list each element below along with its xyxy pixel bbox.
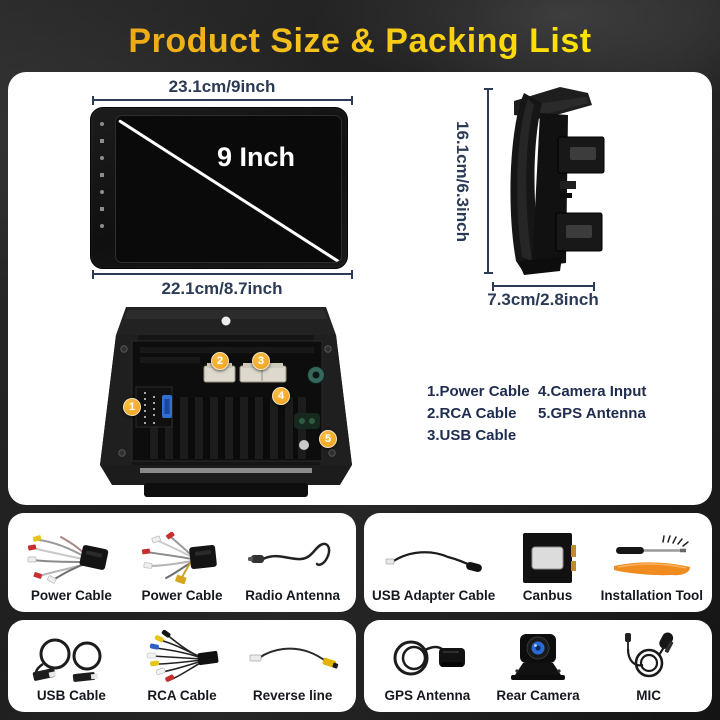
power-cable-icon bbox=[25, 531, 117, 585]
rear-camera-icon bbox=[492, 631, 584, 685]
packing-item-label: USB Cable bbox=[36, 688, 106, 703]
legend-item: 3.USB Cable bbox=[427, 427, 517, 444]
front-bottom-dimension-line bbox=[92, 269, 353, 279]
packing-item-label: USB Adapter Cable bbox=[372, 588, 496, 603]
side-height-dimension: 16.1cm/6.3inch bbox=[453, 120, 472, 242]
packing-panel-1: Power Cable bbox=[8, 513, 356, 612]
size-diagram-panel: 23.1cm/9inch 9 Inch 22.1cm/8.7inch 16.1c… bbox=[8, 72, 712, 505]
usb-adapter-cable-icon bbox=[384, 531, 484, 585]
legend-item: 5.GPS Antenna bbox=[538, 405, 646, 422]
packing-panel-4: GPS Antenna Rear Camera bbox=[364, 620, 712, 712]
packing-item-label: Installation Tool bbox=[600, 588, 704, 603]
reverse-line-icon bbox=[247, 631, 339, 685]
heatsink-fins bbox=[148, 397, 306, 459]
packing-item: Power Cable bbox=[127, 519, 238, 612]
page-title: Product Size & Packing List bbox=[0, 22, 720, 61]
side-buttons-icon bbox=[99, 122, 105, 228]
packing-item: Canbus bbox=[495, 519, 599, 612]
callout-badge-2: 2 bbox=[211, 352, 229, 370]
packing-item-label: RCA Cable bbox=[147, 688, 217, 703]
packing-panel-3: USB Cable bbox=[8, 620, 356, 712]
front-width-dimension-line bbox=[92, 95, 353, 105]
packing-item: GPS Antenna bbox=[372, 626, 483, 712]
packing-item: Reverse line bbox=[237, 626, 348, 712]
packing-item: USB Cable bbox=[16, 626, 127, 712]
rca-cable-icon bbox=[136, 630, 228, 685]
packing-item-label: Reverse line bbox=[252, 688, 333, 703]
radio-antenna-icon bbox=[247, 531, 339, 585]
head-unit-screen: 9 Inch bbox=[115, 115, 342, 263]
side-depth-dimension: 7.3cm/2.8inch bbox=[487, 290, 599, 309]
callout-badge-5: 5 bbox=[319, 430, 337, 448]
back-view: 1 2 3 4 5 bbox=[92, 305, 360, 501]
diagonal-measure-line bbox=[118, 119, 341, 262]
screw-terminal bbox=[299, 440, 309, 450]
power-cable-icon bbox=[136, 531, 228, 585]
packing-item-label: Canbus bbox=[522, 588, 573, 603]
gps-antenna-icon bbox=[381, 631, 473, 685]
packing-item: Installation Tool bbox=[600, 519, 704, 612]
head-unit-front: 9 Inch bbox=[90, 107, 348, 269]
side-depth-dimension-line bbox=[492, 281, 595, 291]
head-unit-side-profile bbox=[510, 87, 605, 275]
legend-item: 1.Power Cable bbox=[427, 383, 530, 400]
installation-tool-icon bbox=[606, 531, 698, 585]
packing-item-label: GPS Antenna bbox=[384, 688, 471, 703]
screen-size-label: 9 Inch bbox=[216, 142, 296, 172]
front-bottom-dimension: 22.1cm/8.7inch bbox=[161, 279, 283, 298]
legend-item: 2.RCA Cable bbox=[427, 405, 517, 422]
packing-item-label: Power Cable bbox=[141, 588, 223, 603]
callout-badge-1: 1 bbox=[123, 398, 141, 416]
packing-item: Power Cable bbox=[16, 519, 127, 612]
mic-icon bbox=[603, 631, 695, 685]
head-unit-rear bbox=[100, 307, 352, 497]
canbus-icon bbox=[501, 531, 593, 585]
packing-panel-2: USB Adapter Cable Canbus bbox=[364, 513, 712, 612]
packing-item: Rear Camera bbox=[483, 626, 594, 712]
packing-item-label: Radio Antenna bbox=[245, 588, 341, 603]
callout-badge-4: 4 bbox=[272, 387, 290, 405]
callout-badge-3: 3 bbox=[252, 352, 270, 370]
packing-item-label: Power Cable bbox=[30, 588, 112, 603]
packing-item: Radio Antenna bbox=[237, 519, 348, 612]
usb-cable-icon bbox=[25, 631, 117, 685]
packing-item: MIC bbox=[593, 626, 704, 712]
packing-item-label: MIC bbox=[636, 688, 662, 703]
side-height-dimension-line bbox=[483, 88, 493, 274]
packing-item: USB Adapter Cable bbox=[372, 519, 495, 612]
packing-item-label: Rear Camera bbox=[496, 688, 580, 703]
legend-item: 4.Camera Input bbox=[538, 383, 647, 400]
front-width-dimension: 23.1cm/9inch bbox=[168, 77, 276, 96]
packing-item: RCA Cable bbox=[127, 626, 238, 712]
